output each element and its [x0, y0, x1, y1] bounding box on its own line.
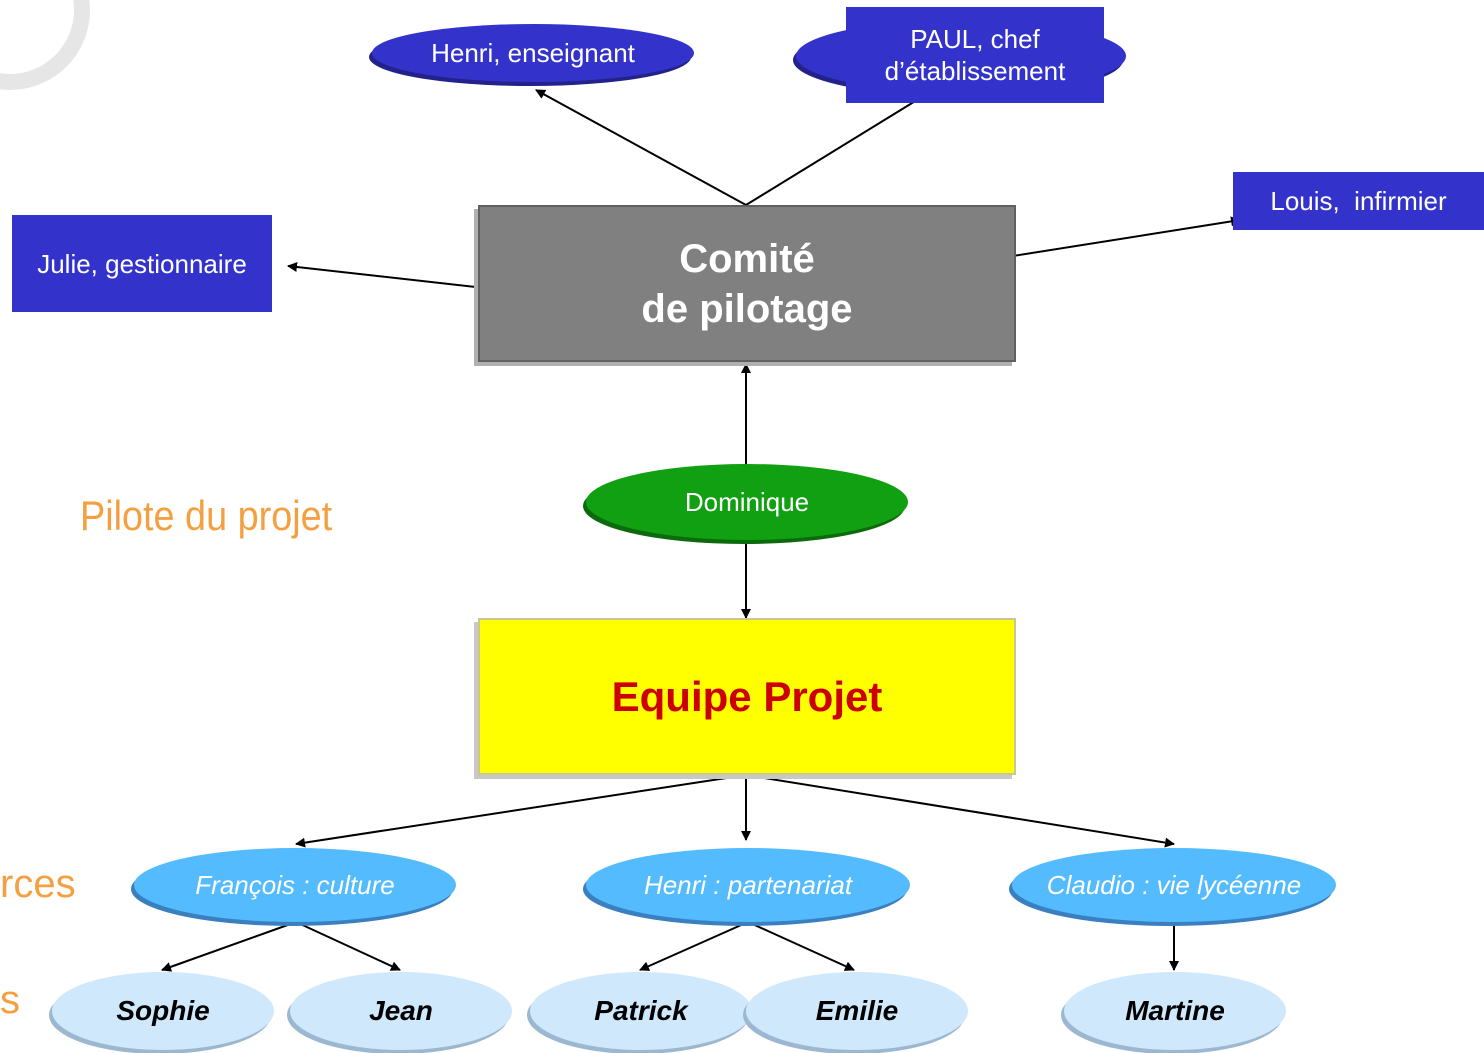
leader-label-claudio: Claudio : vie lycéenne	[1046, 869, 1302, 900]
member-node-sophie: Sophie	[52, 972, 274, 1050]
member-label-julie: Julie, gestionnaire	[37, 248, 247, 279]
arrow-to-francois	[295, 774, 747, 848]
comite-line-1: Comité	[679, 236, 815, 281]
member-label-sophie: Sophie	[116, 995, 210, 1026]
member-node-patrick: Patrick	[530, 972, 752, 1050]
member-node-paul: PAUL, chef d’établissement	[846, 7, 1104, 103]
member-node-martine: Martine	[1064, 972, 1286, 1050]
equipe-projet-box: Equipe Projet	[478, 618, 1016, 775]
member-node-emilie: Emilie	[746, 972, 968, 1050]
member-label-paul: PAUL, chef d’établissement	[884, 24, 1066, 86]
arrow-to-emilie	[747, 921, 855, 971]
comite-box: Comité de pilotage	[478, 205, 1016, 362]
arrow-to-claudio	[745, 774, 1175, 848]
arrow-to-sophie	[161, 921, 297, 972]
member-label-louis: Louis, infirmier	[1270, 186, 1447, 216]
equipe-projet-title: Equipe Projet	[611, 672, 883, 720]
side-label-cut-1: rces	[0, 862, 76, 906]
member-node-jean: Jean	[290, 972, 512, 1050]
member-node-julie: Julie, gestionnaire	[12, 215, 272, 312]
member-label-emilie: Emilie	[815, 995, 899, 1026]
pilot-node: Dominique	[586, 464, 908, 540]
member-node-louis: Louis, infirmier	[1233, 172, 1484, 230]
leader-label-francois: François : culture	[195, 869, 395, 900]
pilot-name: Dominique	[684, 486, 810, 517]
leader-node-henri: Henri : partenariat	[586, 848, 910, 922]
member-label-henri: Henri, enseignant	[431, 38, 635, 68]
comite-line-2: de pilotage	[641, 286, 853, 331]
side-label-cut-2: s	[0, 978, 20, 1022]
arrow-to-jean	[295, 921, 401, 971]
leader-node-francois: François : culture	[134, 848, 456, 922]
member-label-patrick: Patrick	[594, 995, 688, 1026]
leader-label-henri: Henri : partenariat	[643, 869, 853, 900]
leader-node-claudio: Claudio : vie lycéenne	[1012, 848, 1336, 922]
member-node-henri: Henri, enseignant	[372, 24, 694, 82]
line-to-paul	[745, 91, 931, 206]
pilot-label: Pilote du projet	[80, 492, 333, 539]
member-label-martine: Martine	[1125, 995, 1225, 1026]
arrow-to-patrick	[639, 921, 749, 971]
arrow-to-henri	[535, 89, 747, 206]
member-label-jean: Jean	[369, 995, 433, 1026]
